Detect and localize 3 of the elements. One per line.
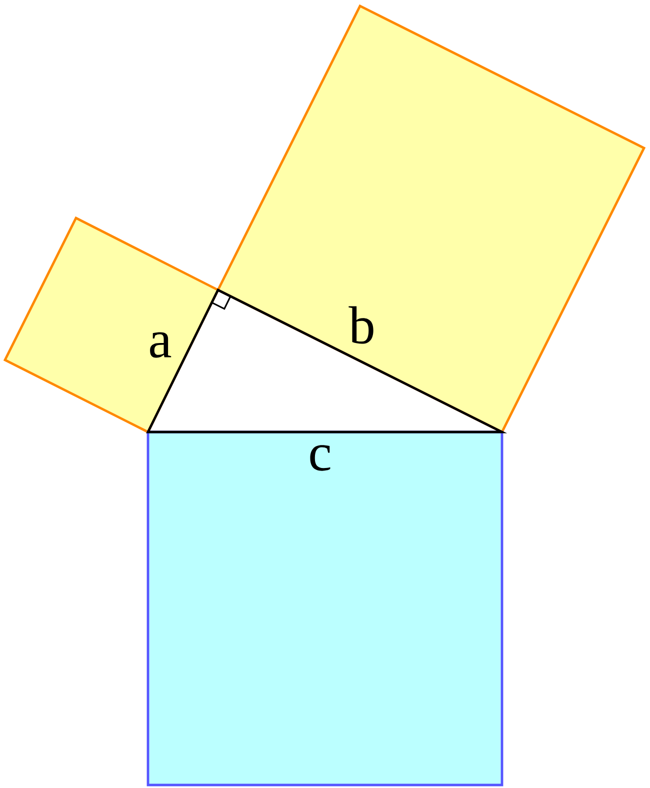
side-label: c	[310, 445, 330, 471]
side-label: a	[150, 332, 172, 358]
side-label: b	[348, 306, 374, 344]
